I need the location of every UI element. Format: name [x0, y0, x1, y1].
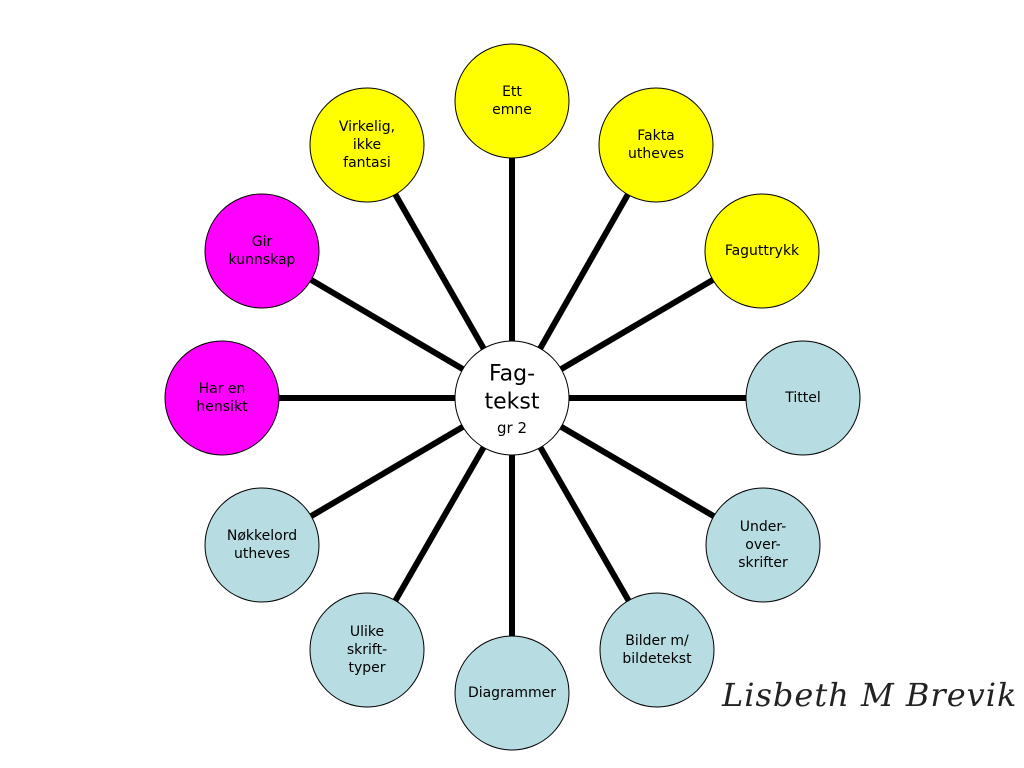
node-gir-kunnskap: Gir kunnskap — [204, 193, 320, 309]
node-circle-gir-kunnskap — [204, 193, 320, 309]
node-label-bilder-m-bildetekst-line-1: Bilder m/ — [625, 633, 689, 649]
node-label-ulike-skrifttyper-line-1: Ulike — [350, 624, 384, 640]
node-ett-emne: Ett emne — [454, 43, 570, 159]
node-label-virkelig-ikke-fantasi-line-2: ikke — [353, 137, 381, 153]
node-tittel: Tittel — [745, 340, 861, 456]
node-label-fakta-utheves-line-2: utheves — [628, 146, 684, 162]
node-label-nokkelord-utheves-line-2: utheves — [234, 546, 290, 562]
node-under-over-skrifter: Under-over-skrifter — [705, 487, 821, 603]
node-label-ett-emne-line-2: emne — [492, 102, 532, 118]
node-label-ulike-skrifttyper-line-3: typer — [348, 660, 385, 676]
node-label-har-en-hensikt-line-2: hensikt — [196, 399, 248, 415]
node-ulike-skrifttyper: Ulike skrift-typer — [309, 592, 425, 708]
hub-node: Fag-tekst gr 2 — [454, 340, 570, 456]
node-label-diagrammer-line-1: Diagrammer — [468, 685, 556, 701]
node-label-under-over-skrifter-line-3: skrifter — [738, 555, 788, 571]
node-circle-har-en-hensikt — [164, 340, 280, 456]
node-fakta-utheves: Fakta utheves — [598, 87, 714, 203]
node-label-faguttrykk-line-1: Faguttrykk — [725, 243, 800, 259]
node-label-nokkelord-utheves-line-1: Nøkkelord — [227, 528, 297, 544]
node-label-bilder-m-bildetekst-line-2: bildetekst — [622, 651, 692, 667]
node-diagrammer: Diagrammer — [454, 635, 570, 751]
node-circle-diagrammer — [454, 635, 570, 751]
node-circle-fakta-utheves — [598, 87, 714, 203]
node-label-gir-kunnskap-line-2: kunnskap — [229, 252, 296, 268]
node-label-ulike-skrifttyper-line-2: skrift- — [347, 642, 387, 658]
node-label-har-en-hensikt-line-1: Har en — [199, 381, 246, 397]
node-faguttrykk: Faguttrykk — [704, 193, 820, 309]
node-nokkelord-utheves: Nøkkelord utheves — [204, 487, 320, 603]
node-har-en-hensikt: Har en hensikt — [164, 340, 280, 456]
node-circle-under-over-skrifter — [705, 487, 821, 603]
node-circle-ulike-skrifttyper — [309, 592, 425, 708]
hub-title-line-2: tekst — [485, 390, 540, 415]
node-label-virkelig-ikke-fantasi-line-1: Virkelig, — [339, 119, 395, 135]
node-label-ett-emne-line-1: Ett — [502, 84, 522, 100]
hub-title-line-1: Fag- — [489, 362, 535, 387]
node-circle-ett-emne — [454, 43, 570, 159]
node-label-tittel-line-1: Tittel — [784, 390, 821, 406]
node-circle-nokkelord-utheves — [204, 487, 320, 603]
node-label-fakta-utheves-line-1: Fakta — [637, 128, 675, 144]
node-virkelig-ikke-fantasi: Virkelig, ikke fantasi — [309, 87, 425, 203]
node-label-under-over-skrifter-line-1: Under- — [740, 519, 787, 535]
node-label-gir-kunnskap-line-1: Gir — [252, 234, 273, 250]
node-label-under-over-skrifter-line-2: over- — [745, 537, 780, 553]
node-label-virkelig-ikke-fantasi-line-3: fantasi — [343, 155, 391, 171]
node-circle-bilder-m-bildetekst — [599, 592, 715, 708]
node-bilder-m-bildetekst: Bilder m/bildetekst — [599, 592, 715, 708]
author-signature: Lisbeth M Brevik — [722, 676, 1018, 714]
node-circle-faguttrykk — [704, 193, 820, 309]
node-circle-virkelig-ikke-fantasi — [309, 87, 425, 203]
hub-circle — [454, 340, 570, 456]
node-circle-tittel — [745, 340, 861, 456]
hub-subtitle: gr 2 — [497, 419, 527, 437]
